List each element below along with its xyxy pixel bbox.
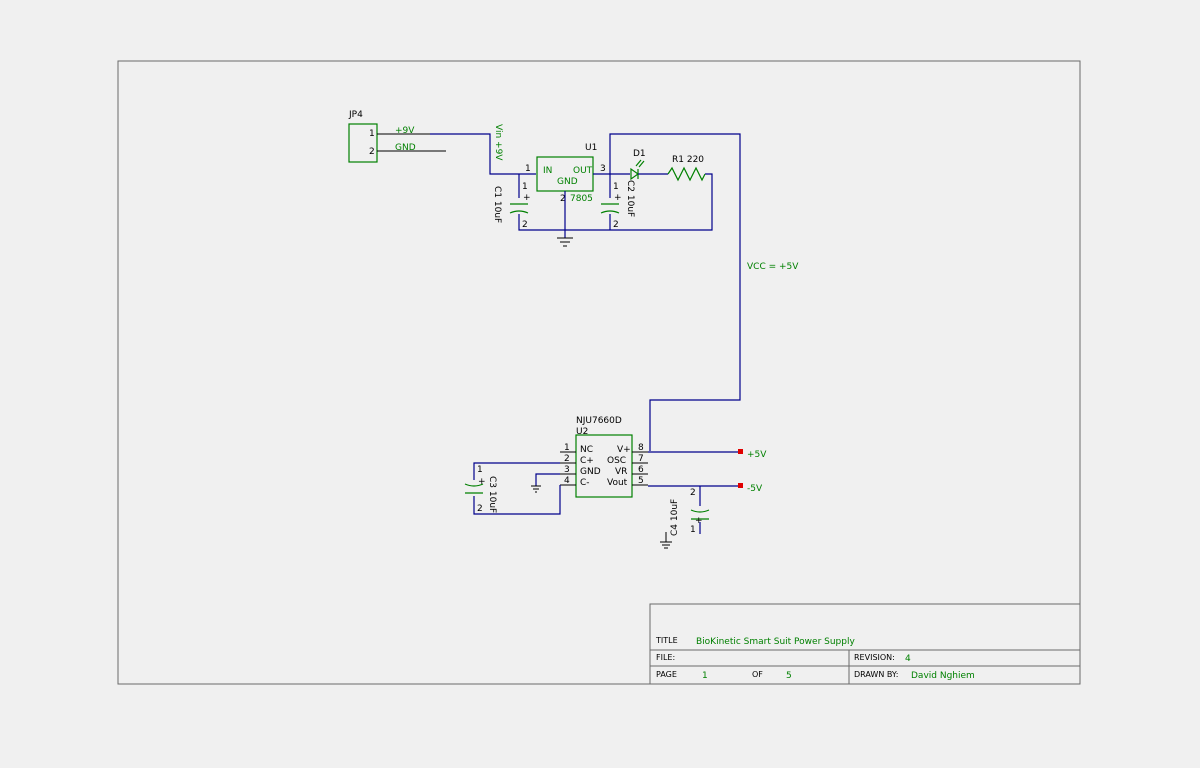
ground-symbol-c4 — [660, 532, 672, 549]
jp4-ref: JP4 — [348, 110, 363, 120]
page-value: 1 — [702, 671, 708, 681]
resistor-r1[interactable]: R1 220 — [667, 155, 706, 182]
c2-plus: + — [614, 193, 622, 203]
pages-value: 5 — [786, 671, 792, 681]
wire-vin — [430, 133, 536, 175]
drawn-by-label: DRAWN BY: — [854, 670, 898, 679]
u2-pin5-name: Vout — [607, 478, 628, 488]
u2-pin5-number: 5 — [638, 476, 644, 486]
title-block: TITLE BioKinetic Smart Suit Power Supply… — [649, 603, 1081, 685]
jp4-pin2-number: 2 — [369, 147, 375, 157]
u2-pin3-name: GND — [580, 467, 601, 477]
c1-pin2-number: 2 — [522, 220, 528, 230]
u1-value: 7805 — [570, 194, 593, 204]
c4-plus: + — [695, 516, 703, 526]
u1-pin2-number: 2 — [560, 194, 566, 204]
u2-value: NJU7660D — [576, 416, 622, 426]
revision-value: 4 — [905, 654, 911, 664]
u2-pin6-number: 6 — [638, 465, 644, 475]
u1-pin-out-name: OUT — [573, 166, 593, 176]
c4-pin2-number: 2 — [690, 488, 696, 498]
d1-ref: D1 — [633, 149, 646, 159]
c3-pin2-number: 2 — [477, 504, 483, 514]
wire-u2-gnd — [535, 473, 560, 486]
net-label-pos5: +5V — [747, 450, 767, 460]
u2-pin8-number: 8 — [638, 443, 644, 453]
net-label-vin: Vin +9V — [493, 124, 503, 161]
c4-label: C4 10uF — [670, 499, 680, 536]
c1-pin1-number: 1 — [522, 182, 528, 192]
page-label: PAGE — [656, 670, 677, 679]
u2-pin4-number: 4 — [564, 476, 570, 486]
u2-pin2-number: 2 — [564, 454, 570, 464]
u2-pin4-name: C- — [580, 478, 590, 488]
c2-label: C2 10uF — [625, 180, 635, 217]
jp4-pin1-number: 1 — [369, 129, 375, 139]
u2-pin6-name: VR — [615, 467, 627, 477]
jp4-body — [348, 123, 378, 163]
ground-symbol-u1 — [557, 237, 573, 247]
title-label: TITLE — [655, 636, 678, 645]
terminal-pos5[interactable] — [738, 449, 743, 454]
u2-ref: U2 — [576, 427, 588, 437]
r1-label: R1 220 — [672, 155, 704, 165]
sheet-border — [117, 60, 1081, 685]
jp4-net-9v: +9V — [395, 126, 415, 136]
u2-pin2-name: C+ — [580, 456, 594, 466]
c4-pin1-number: 1 — [690, 525, 696, 535]
capacitor-c4[interactable]: + 2 1 C4 10uF — [670, 488, 710, 536]
c3-label: C3 10uF — [487, 476, 497, 513]
led-d1[interactable]: D1 — [630, 149, 668, 181]
c1-label: C1 10uF — [492, 186, 502, 223]
c2-pin1-number: 1 — [613, 182, 619, 192]
file-label: FILE: — [656, 653, 675, 662]
u1-ref: U1 — [585, 143, 597, 153]
net-label-neg5: -5V — [747, 484, 763, 494]
c2-pin2-number: 2 — [613, 220, 619, 230]
c3-pin1-number: 1 — [477, 465, 483, 475]
u2-pin7-number: 7 — [638, 454, 644, 464]
wire-c3-loop — [473, 462, 561, 515]
revision-label: REVISION: — [854, 653, 895, 662]
capacitor-c3[interactable]: + 1 2 C3 10uF — [464, 465, 497, 514]
u1-pin1-number: 1 — [525, 164, 531, 174]
capacitor-c1[interactable]: + 1 2 C1 10uF — [492, 182, 531, 230]
u2-pin7-name: OSC — [607, 456, 626, 466]
c1-plus: + — [523, 193, 531, 203]
u2-pin1-number: 1 — [564, 443, 570, 453]
jp4-net-gnd: GND — [395, 143, 416, 153]
converter-u2[interactable]: NJU7660D U2 1 NC 2 C+ 3 GND 4 C- V+ 8 OS… — [560, 416, 648, 498]
u2-pin3-number: 3 — [564, 465, 570, 475]
terminal-neg5[interactable] — [738, 483, 743, 488]
u2-pin1-name: NC — [580, 445, 593, 455]
u1-pin-gnd-name: GND — [557, 177, 578, 187]
capacitor-c2[interactable]: + 1 2 C2 10uF — [600, 180, 635, 230]
u2-pin8-name: V+ — [617, 445, 631, 455]
of-label: OF — [752, 670, 763, 679]
title-value: BioKinetic Smart Suit Power Supply — [696, 637, 855, 647]
u1-pin3-number: 3 — [600, 164, 606, 174]
connector-jp4[interactable]: JP4 1 2 +9V GND — [348, 110, 446, 163]
ground-symbol-u2 — [531, 485, 541, 493]
u1-pin-in-name: IN — [543, 166, 552, 176]
drawn-by-value: David Nghiem — [911, 671, 975, 681]
c3-plus: + — [478, 477, 486, 487]
u2-body — [575, 434, 633, 498]
net-label-vcc: VCC = +5V — [747, 262, 799, 272]
